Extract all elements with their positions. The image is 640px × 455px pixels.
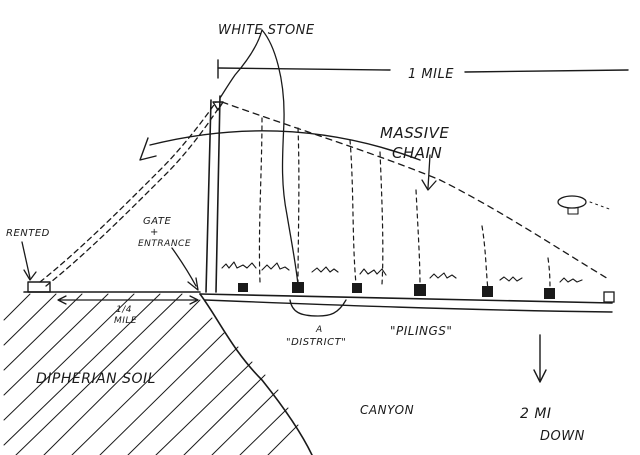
quarter-mile-arrow-left	[57, 295, 67, 305]
label-quarter-bottom: MILE	[114, 316, 137, 326]
gate-pointer	[171, 247, 197, 287]
white-stone-pointer-left	[219, 29, 263, 99]
label-chain: CHAIN	[392, 144, 442, 162]
label-rented: RENTED	[6, 228, 50, 239]
label-massive: MASSIVE	[380, 124, 449, 142]
mile-line-left	[217, 67, 391, 71]
massive-chain-arc	[149, 130, 421, 161]
piling-block	[292, 282, 304, 293]
chain-pointer	[427, 154, 431, 189]
white-stone-pointer-right	[261, 29, 299, 286]
quarter-mile-arrow-right	[189, 295, 199, 305]
gate-pointer-head	[187, 277, 199, 291]
label-entrance: ENTRANCE	[138, 239, 191, 249]
district-skyline	[221, 261, 583, 283]
label-canyon: CANYON	[360, 403, 414, 417]
label-one-mile: 1 MILE	[408, 67, 454, 82]
anchor-chain	[39, 101, 217, 283]
piling-block	[544, 288, 555, 299]
label-district: "DISTRICT"	[286, 337, 346, 348]
piling-block	[352, 283, 362, 293]
hanging-chains	[258, 117, 551, 293]
blimp-trail	[589, 201, 613, 211]
soil-hatching	[3, 293, 299, 455]
piling-block	[414, 284, 426, 296]
rented-anchor-block	[27, 281, 51, 293]
label-gate: GATE	[143, 216, 171, 227]
massive-chain	[221, 101, 611, 281]
rented-pointer-head	[23, 269, 37, 281]
piling-block	[482, 286, 493, 297]
label-down: DOWN	[540, 429, 585, 444]
label-gate-amp: +	[150, 227, 159, 238]
end-block	[603, 291, 615, 303]
label-soil: DIPHERIAN SOIL	[36, 371, 156, 387]
depth-arrow-head	[533, 369, 547, 383]
label-white-stone: WHITE STONE	[218, 23, 315, 38]
anchor-chain-inner	[45, 105, 221, 287]
tower-left-edge	[205, 99, 212, 293]
label-quarter-top: 1/4	[116, 305, 132, 315]
canyon-rim-line	[204, 299, 613, 313]
arc-arrow-left	[139, 137, 157, 161]
label-a: A	[315, 325, 323, 335]
label-two-mi: 2 MI	[520, 406, 552, 422]
piling-blocks	[238, 282, 615, 303]
piling-block	[238, 283, 248, 292]
canyon-wall	[199, 293, 313, 455]
district-brace	[289, 299, 347, 317]
mile-line-right	[464, 69, 629, 73]
tower-right-edge	[215, 95, 221, 293]
tower-top-marker	[212, 101, 224, 111]
ground-line-right	[199, 293, 613, 304]
blimp-icon	[557, 195, 587, 209]
blimp-gondola	[567, 207, 579, 215]
chain-pointer-head	[421, 179, 437, 191]
label-pilings: "PILINGS"	[390, 324, 452, 338]
rented-pointer	[21, 241, 31, 279]
